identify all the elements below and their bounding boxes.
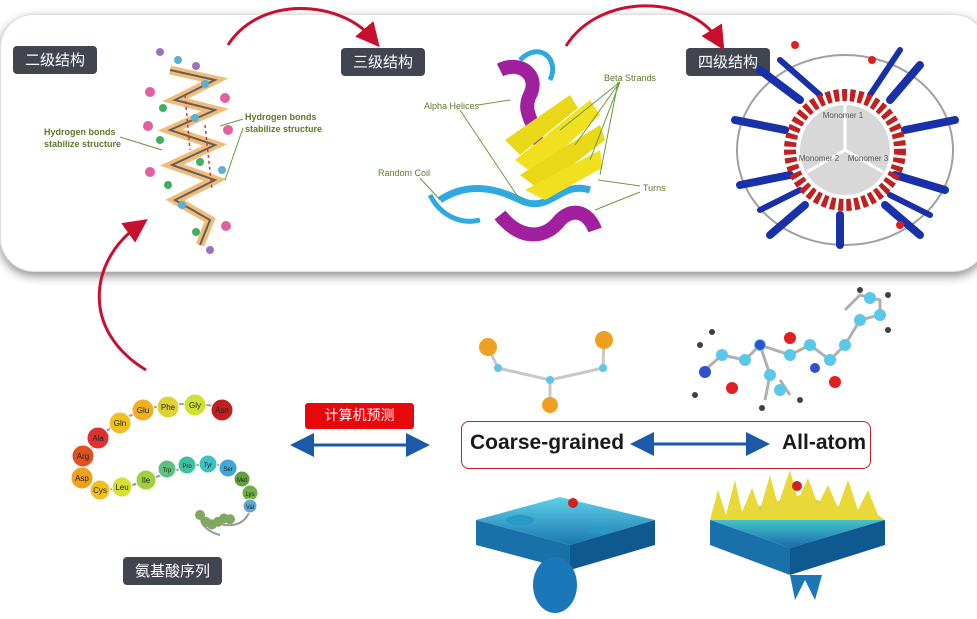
amino-acid-bead [135, 469, 157, 491]
monomer-2-label: Monomer 2 [798, 154, 840, 163]
monomer-1-label: Monomer 1 [822, 111, 864, 120]
alpha-helices-label: Alpha Helices [424, 101, 480, 111]
hbond-label-left: Hydrogen bonds stabilize structure [44, 127, 122, 149]
amino-acid-bead [233, 470, 251, 488]
amino-acid-bead [89, 479, 111, 501]
amino-acid-label: Arg [77, 452, 89, 461]
amino-acid-label: Lys [245, 492, 254, 498]
amino-acid-label: Cys [93, 486, 107, 495]
secondary-structure-tag: 二级结构 [13, 46, 98, 74]
alpha-helix-model [143, 48, 233, 254]
amino-acid-label: Trp [163, 468, 172, 474]
coarse-grained-energy-landscape [476, 497, 655, 613]
tertiary-structure-tag: 三级结构 [341, 48, 426, 76]
amino-acid-label: Leu [115, 483, 128, 492]
amino-acid-label: Pro [182, 464, 192, 470]
amino-acid-bead [86, 426, 110, 450]
amino-acid-label: Gly [189, 401, 201, 410]
amino-acid-label: Ile [142, 476, 151, 485]
amino-acid-label: Val [246, 505, 254, 511]
amino-acid-bead [157, 459, 177, 479]
beta-strands-label: Beta Strands [604, 73, 657, 83]
random-coil-label: Random Coil [378, 168, 431, 178]
amino-acid-label: Gln [114, 419, 126, 428]
amino-acid-bead [111, 476, 133, 498]
turns-label: Turns [643, 183, 666, 193]
all-atom-label: All-atom [782, 431, 866, 454]
hbond-label-right: Hydrogen bonds stabilize structure [245, 112, 323, 134]
quaternary-ring-model [731, 41, 959, 249]
arrow-sequence-to-secondary [97, 219, 148, 372]
amino-acid-sequence-tag: 氨基酸序列 [123, 557, 223, 585]
model-resolution-box [461, 421, 871, 469]
all-atom-energy-landscape [710, 470, 885, 600]
amino-acid-bead [177, 455, 197, 475]
amino-acid-label: Met [237, 478, 247, 484]
amino-acid-bead [156, 395, 180, 419]
coarse-grained-molecule [479, 331, 613, 413]
arrow-secondary-to-tertiary [226, 7, 380, 48]
all-atom-molecule [692, 287, 891, 411]
amino-acid-bead [210, 398, 234, 422]
amino-acid-label: Ser [223, 467, 232, 473]
amino-acid-bead [242, 498, 258, 514]
chain-tail-bead [195, 510, 205, 520]
amino-acid-bead [131, 398, 155, 422]
amino-acid-bead [71, 444, 95, 468]
amino-acid-label: Asp [75, 474, 89, 483]
amino-acid-label: Asn [215, 406, 229, 415]
quaternary-structure-tag: 四级结构 [686, 48, 771, 76]
amino-acid-bead [183, 393, 207, 417]
amino-acid-label: Tyr [204, 463, 212, 469]
amino-acid-bead [108, 411, 132, 435]
arrow-tertiary-to-quaternary [564, 4, 725, 51]
amino-acid-label: Ala [92, 434, 104, 443]
amino-acid-bead [198, 454, 218, 474]
coarse-grained-label: Coarse-grained [470, 431, 625, 454]
monomer-3-label: Monomer 3 [847, 154, 889, 163]
computer-prediction-badge: 计算机预测 [305, 403, 414, 429]
amino-acid-label: Glu [137, 406, 149, 415]
chain-tail-bead [225, 514, 235, 525]
tertiary-ribbon-model [427, 49, 605, 242]
amino-acid-label: Phe [161, 403, 176, 412]
amino-acid-bead [218, 458, 238, 478]
